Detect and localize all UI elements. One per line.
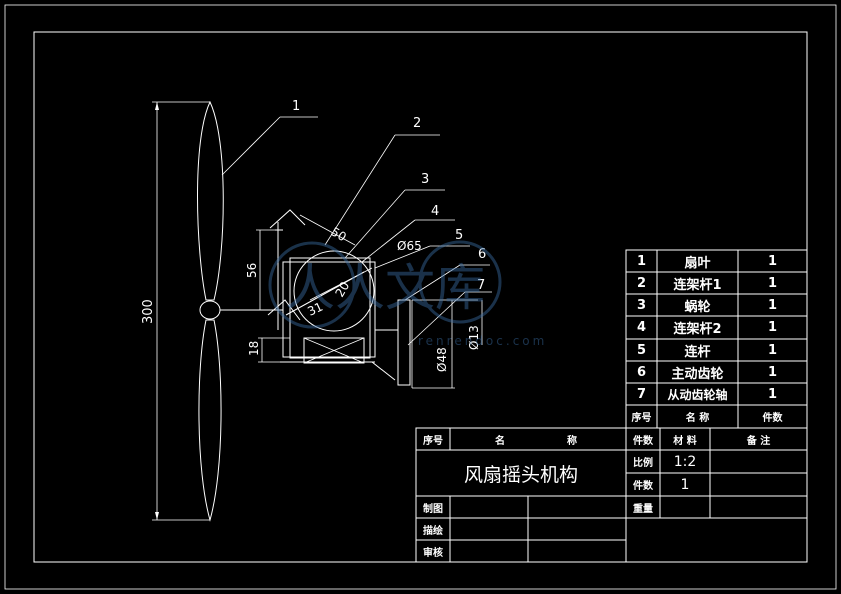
callout-2: 2 xyxy=(413,116,421,131)
part-qty: 1 xyxy=(767,342,778,358)
dim-300-label: 300 xyxy=(141,299,156,324)
dim-18-label: 18 xyxy=(247,341,261,356)
parts-header-name: 名 称 xyxy=(685,413,710,424)
mechanism xyxy=(267,209,411,386)
tb-drafted-label: 描绘 xyxy=(423,525,443,537)
part-name: 从动齿轮轴 xyxy=(667,387,728,402)
tb-header-material: 材 料 xyxy=(673,435,697,447)
callout-6: 6 xyxy=(478,247,486,262)
tb-header-qty: 件数 xyxy=(633,435,653,447)
part-no: 6 xyxy=(636,364,647,380)
parts-header-qty: 件数 xyxy=(762,413,783,424)
dim-50-label: 50 xyxy=(329,224,349,244)
callout-7: 7 xyxy=(477,278,485,293)
part-no: 5 xyxy=(636,342,647,358)
watermark-logo: 人人文库 renrendoc.com xyxy=(268,240,547,348)
part-no: 4 xyxy=(636,320,647,335)
tb-header-name-a: 名 xyxy=(495,435,505,447)
dim-phi65-label: Ø65 xyxy=(397,239,422,253)
leader-lines xyxy=(221,116,492,346)
tb-header-remark: 备 注 xyxy=(746,435,771,447)
tb-checked-label: 审核 xyxy=(423,547,443,559)
part-no: 3 xyxy=(636,297,647,313)
tb-header-no: 序号 xyxy=(423,435,443,447)
part-name: 蜗轮 xyxy=(684,299,711,315)
callout-3: 3 xyxy=(421,172,429,187)
callout-4: 4 xyxy=(431,204,439,219)
part-name: 连架杆1 xyxy=(673,277,722,293)
tb-scale-value: 1:2 xyxy=(673,453,697,470)
parts-header-no: 序号 xyxy=(631,413,652,424)
drawing-title: 风扇摇头机构 xyxy=(463,463,578,486)
tb-count-label: 件数 xyxy=(633,481,653,492)
part-no: 7 xyxy=(636,386,647,402)
outer-border xyxy=(4,4,837,590)
dim-300 xyxy=(152,101,210,521)
part-qty: 1 xyxy=(767,253,778,269)
part-name: 连架杆2 xyxy=(673,322,722,337)
part-name: 扇叶 xyxy=(684,255,711,271)
part-qty: 1 xyxy=(767,364,778,380)
part-name: 主动齿轮 xyxy=(671,366,724,382)
part-qty: 1 xyxy=(767,320,778,335)
part-qty: 1 xyxy=(767,275,778,291)
part-qty: 1 xyxy=(767,386,778,402)
part-no: 1 xyxy=(636,253,647,269)
callout-5: 5 xyxy=(455,228,463,243)
callout-1: 1 xyxy=(292,99,300,114)
dim-20-label: 20 xyxy=(332,279,352,299)
dim-31-label: 31 xyxy=(305,300,325,319)
dim-56-label: 56 xyxy=(245,263,259,278)
part-name: 连杆 xyxy=(684,344,711,360)
title-block-grid xyxy=(415,427,808,563)
parts-list-grid xyxy=(625,249,808,429)
part-qty: 1 xyxy=(767,297,778,313)
dim-phi48-label: Ø48 xyxy=(435,347,449,372)
tb-count-value: 1 xyxy=(680,476,690,493)
tb-header-name-b: 称 xyxy=(567,435,577,447)
tb-weight-label: 重量 xyxy=(633,503,653,515)
small-dimensions xyxy=(256,214,483,389)
fan-blade xyxy=(197,100,283,522)
part-no: 2 xyxy=(636,275,647,291)
dim-phi13-label: Ø13 xyxy=(467,325,481,350)
watermark-text: 人人文库 xyxy=(285,259,485,317)
tb-scale-label: 比例 xyxy=(633,458,653,469)
watermark-url: renrendoc.com xyxy=(418,334,547,348)
tb-drawn-label: 制图 xyxy=(423,503,443,515)
